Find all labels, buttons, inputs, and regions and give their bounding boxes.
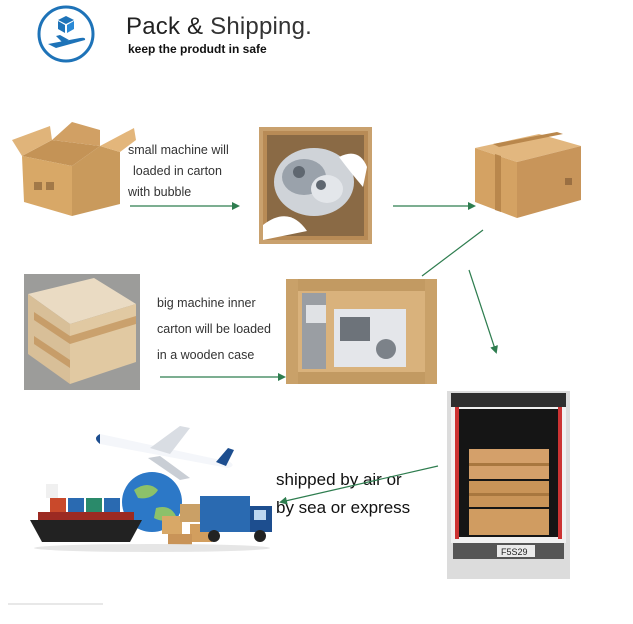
arrow-carton-to-case [421, 229, 484, 277]
page-title: Pack & Shipping. [126, 13, 312, 40]
arrow-truck-to-transport [279, 465, 439, 505]
loaded-truck-image: F5S29 [447, 391, 570, 579]
wooden-crate-image [24, 274, 140, 390]
big-machine-caption: big machine inner carton will be loaded … [157, 296, 271, 362]
wooden-case-machine-image [286, 279, 437, 384]
box-plane-icon [37, 5, 95, 63]
bubble-wrapped-machine-image [259, 127, 372, 244]
truck-plate: F5S29 [501, 547, 528, 557]
delivery-truck-icon [200, 496, 272, 542]
closed-carton-image [471, 130, 585, 220]
small-machine-caption: small machine will loaded in carton with… [128, 143, 229, 199]
shipping-transport-image [30, 424, 275, 554]
arrow-to-truck [468, 269, 498, 354]
page-subtitle: keep the produdt in safe [128, 42, 267, 56]
open-carton-image [12, 118, 137, 218]
airplane-icon [96, 426, 234, 480]
cargo-ship-icon [30, 484, 142, 542]
shipping-caption: shipped by air or by sea or express [276, 470, 411, 517]
company-logo [36, 4, 96, 64]
